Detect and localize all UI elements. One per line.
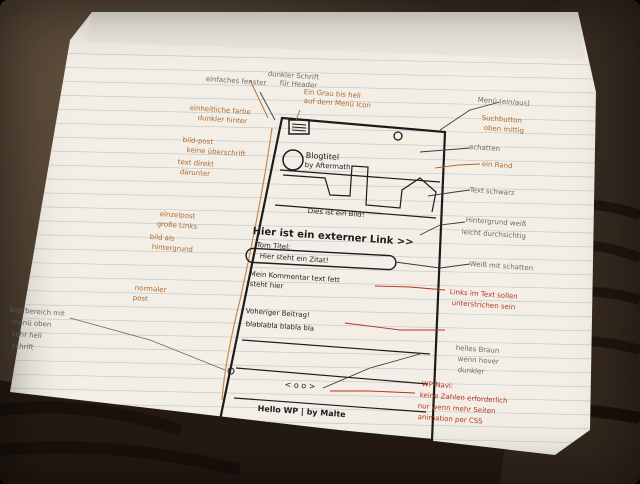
header-image-skyline — [282, 165, 437, 213]
annotation-left-d2: post — [132, 294, 149, 304]
phone-sketch — [218, 116, 447, 442]
search-circle — [393, 131, 403, 141]
logo-circle — [282, 149, 304, 171]
annotation-lines — [69, 79, 501, 394]
paper-sheet — [10, 12, 596, 455]
rule-lines — [10, 51, 596, 445]
annotation-left-e4: schrift — [11, 342, 34, 352]
annotation-left-c3: bild als — [149, 233, 175, 243]
quote-pill — [245, 247, 397, 271]
menu-box — [288, 119, 310, 135]
blog-title-line-1: Blogtitel — [305, 151, 340, 162]
